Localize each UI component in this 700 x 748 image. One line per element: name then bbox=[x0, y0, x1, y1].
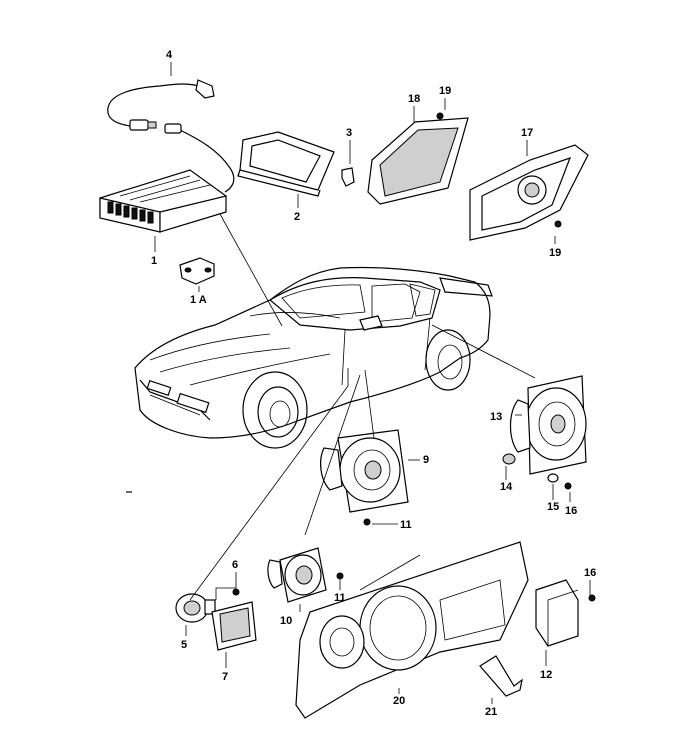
car-outline bbox=[134, 266, 493, 449]
screw-19-top bbox=[436, 112, 444, 120]
speaker-grille-18 bbox=[367, 112, 469, 205]
screw-16-lower bbox=[588, 594, 596, 602]
callout-20: 20 bbox=[393, 695, 405, 707]
radio-frame bbox=[237, 131, 335, 197]
speaker-10 bbox=[267, 547, 327, 603]
callout-3: 3 bbox=[346, 127, 352, 139]
amplifier-12 bbox=[535, 579, 579, 647]
callout-4: 4 bbox=[166, 49, 173, 61]
small-hardware bbox=[232, 453, 596, 602]
callout-16-right: 16 bbox=[565, 505, 577, 517]
callout-12: 12 bbox=[540, 669, 552, 681]
radio-unit bbox=[99, 169, 228, 233]
bracket-21 bbox=[479, 655, 523, 697]
screw-11-upper bbox=[363, 518, 371, 526]
clip-3 bbox=[341, 167, 355, 187]
callout-14: 14 bbox=[500, 481, 513, 493]
radio-buttons bbox=[107, 201, 154, 224]
speaker-mount-17 bbox=[469, 144, 589, 241]
callout-18: 18 bbox=[408, 93, 420, 105]
speaker-9 bbox=[320, 429, 409, 513]
callout-13: 13 bbox=[490, 411, 502, 423]
callout-5: 5 bbox=[181, 639, 187, 651]
callout-7: 7 bbox=[222, 671, 228, 683]
callout-17: 17 bbox=[521, 127, 533, 139]
leader-lines bbox=[154, 62, 591, 704]
screw-16-right bbox=[564, 482, 572, 490]
bracket-1a bbox=[179, 257, 215, 285]
nut-14 bbox=[502, 453, 516, 465]
callout-labels: 4 1 1 A 2 3 18 19 17 19 13 9 14 15 16 11… bbox=[151, 49, 596, 718]
callout-21: 21 bbox=[485, 706, 497, 718]
callout-1a: 1 A bbox=[190, 294, 207, 306]
callout-10: 10 bbox=[280, 615, 292, 627]
screw-19-right bbox=[554, 220, 562, 228]
callout-11-upper: 11 bbox=[400, 519, 412, 531]
callout-16-lower: 16 bbox=[584, 567, 596, 579]
tweeter-5 bbox=[175, 593, 216, 623]
callout-6: 6 bbox=[232, 559, 238, 571]
speaker-13 bbox=[509, 375, 587, 475]
door-panel-20 bbox=[295, 541, 529, 719]
callout-1: 1 bbox=[151, 255, 157, 267]
callout-15: 15 bbox=[547, 501, 559, 513]
antenna-cable bbox=[107, 79, 235, 193]
washer-15 bbox=[547, 473, 559, 483]
callout-2: 2 bbox=[294, 211, 300, 223]
screw-11-lower bbox=[336, 572, 344, 580]
callout-19-right: 19 bbox=[549, 247, 561, 259]
screw-6 bbox=[232, 588, 240, 596]
grille-7 bbox=[211, 601, 257, 651]
callout-11-lower: 11 bbox=[334, 592, 346, 604]
callout-9: 9 bbox=[423, 454, 429, 466]
callout-19-top: 19 bbox=[439, 85, 451, 97]
